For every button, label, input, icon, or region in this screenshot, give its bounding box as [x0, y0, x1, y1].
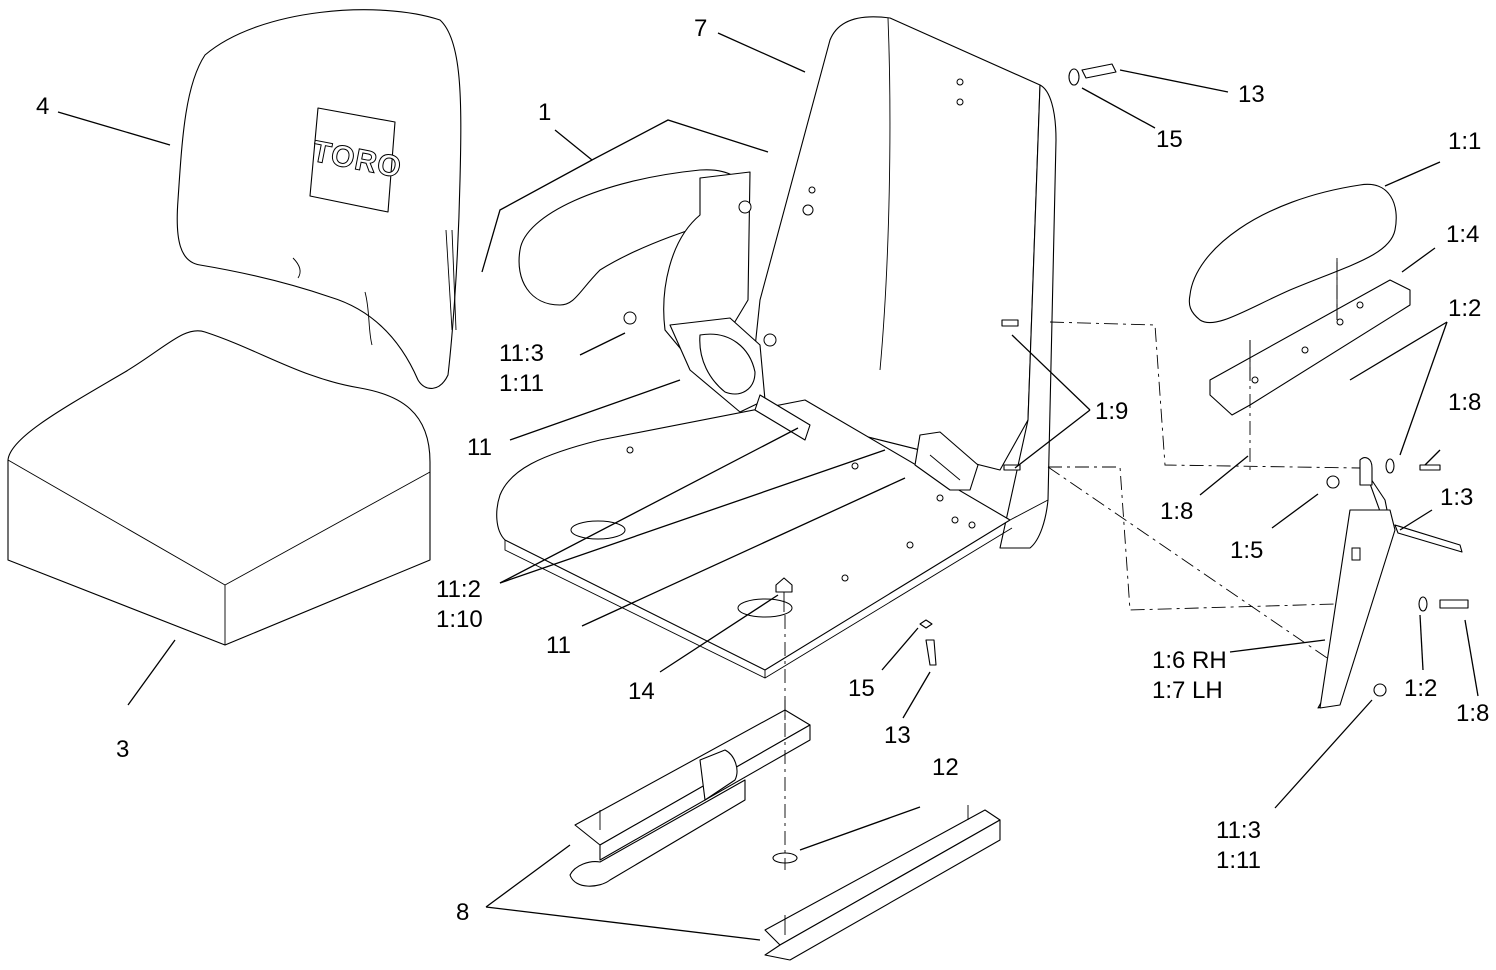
- alignment-lines: [784, 258, 1361, 870]
- callout-1-8-upper: 1:8: [1448, 389, 1482, 416]
- callout-3: 3: [116, 736, 130, 763]
- callout-1-2-lower: 1:2: [1404, 675, 1438, 702]
- callout-7: 7: [694, 15, 708, 42]
- callout-1: 1: [538, 99, 552, 126]
- callout-14: 14: [628, 678, 655, 705]
- seat-slide-rails: [569, 700, 1001, 961]
- callout-1-3: 1:3: [1440, 484, 1474, 511]
- callout-1-1: 1:1: [1448, 128, 1482, 155]
- callout-4: 4: [36, 93, 50, 120]
- armrest-right-exploded: [1188, 183, 1411, 416]
- armrest-bracket-rh: [1317, 457, 1396, 709]
- armrest-left: [518, 169, 777, 361]
- callout-1-4: 1:4: [1446, 221, 1480, 248]
- callout-1-2-upper: 1:2: [1448, 295, 1482, 322]
- callout-13-bottom: 13: [884, 722, 911, 749]
- callout-1-8-lower: 1:8: [1456, 700, 1490, 727]
- callout-11-upper: 11: [467, 434, 492, 461]
- callout-15-top: 15: [1156, 126, 1183, 153]
- seat-belt: [623, 311, 979, 491]
- callout-12: 12: [932, 754, 959, 781]
- callout-1-9: 1:9: [1095, 398, 1129, 425]
- callout-15-bottom: 15: [848, 675, 875, 702]
- callout-11-lower: 11: [546, 632, 571, 659]
- hardware: [772, 63, 1469, 864]
- seat-back-cushion: [176, 9, 462, 389]
- seat-frame: [496, 16, 1057, 679]
- callout-8: 8: [456, 899, 470, 926]
- seat-bottom-cushion: [7, 330, 431, 646]
- callout-1-8-mid: 1:8: [1160, 498, 1194, 525]
- callout-13-top: 13: [1238, 81, 1265, 108]
- leader-lines: [57, 32, 1479, 941]
- callout-1-5: 1:5: [1230, 537, 1264, 564]
